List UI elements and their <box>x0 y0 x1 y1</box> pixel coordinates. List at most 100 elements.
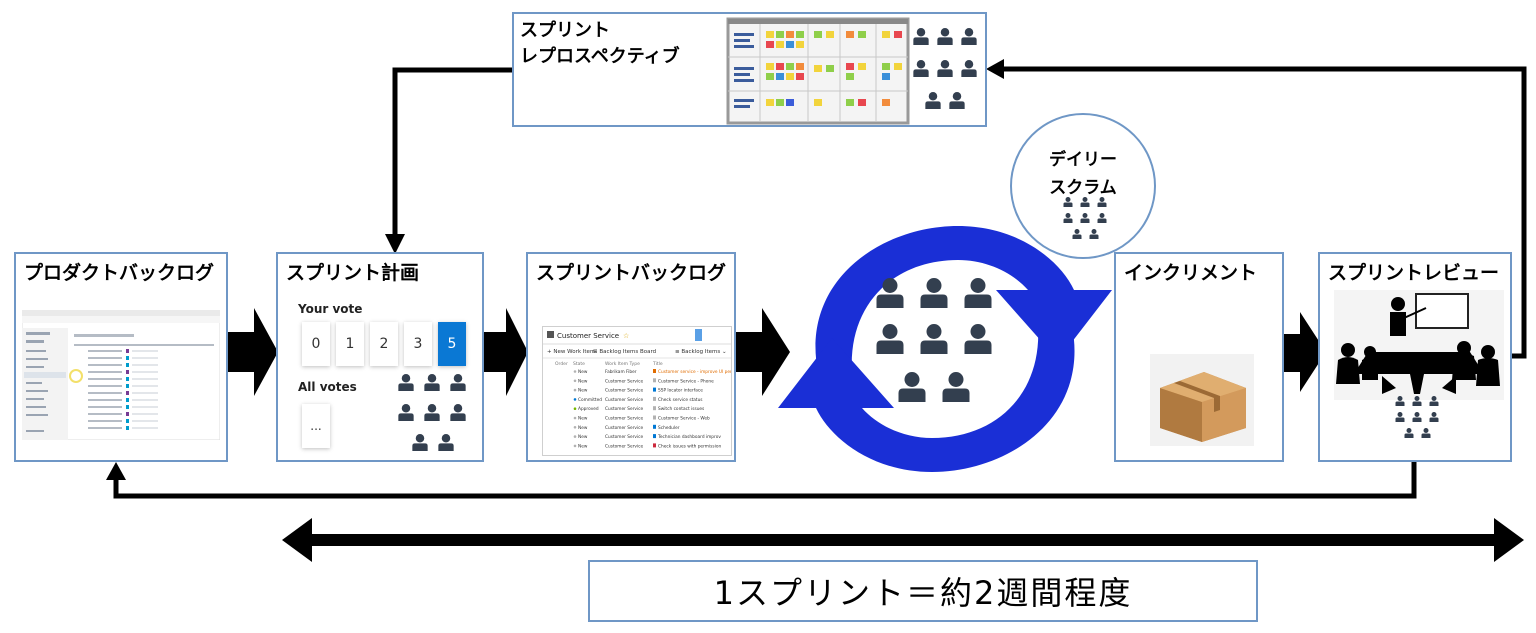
state-dot <box>573 444 577 448</box>
cycle-arrow-bottom <box>778 326 1075 472</box>
backlog-row <box>88 392 122 394</box>
person-icon <box>964 28 974 37</box>
person-icon-body <box>898 388 926 402</box>
person-icon <box>1065 213 1071 218</box>
state-dot <box>573 379 577 383</box>
row-area: Customer Service <box>605 416 643 422</box>
person-icon-body <box>450 383 466 391</box>
person-icon <box>441 434 451 443</box>
vote-card-0[interactable]: 0 <box>302 322 330 366</box>
person-icon <box>1406 428 1412 433</box>
person-icon-body <box>1429 401 1439 406</box>
person-icon <box>427 374 437 383</box>
backlog-row-title <box>132 357 158 359</box>
row-title[interactable]: SSP locator interface <box>658 388 703 394</box>
vote-card-5-selected[interactable]: 5 <box>438 322 466 366</box>
state-dot <box>573 426 577 429</box>
person-icon <box>1431 412 1437 417</box>
person-icon <box>882 278 898 293</box>
backlog-row-type-marker <box>126 426 129 430</box>
vote-card-1[interactable]: 1 <box>336 322 364 366</box>
product-backlog-box: プロダクトバックログ <box>14 252 228 462</box>
row-title[interactable]: Customer service - improve UI perf <box>658 369 732 375</box>
row-area: Customer Service <box>605 406 643 412</box>
team-people-icon <box>1063 197 1107 239</box>
product-backlog-title: プロダクトバックログ <box>24 262 215 284</box>
person-icon <box>1082 197 1088 202</box>
row-area: Customer Service <box>605 388 643 394</box>
person-icon <box>948 372 964 387</box>
backlog-row-title <box>132 427 158 429</box>
sprint-backlog-screenshot-title: Customer Service <box>557 332 619 340</box>
work-item-type-marker <box>653 406 656 411</box>
vote-card-3[interactable]: 3 <box>404 322 432 366</box>
row-state: New <box>578 416 588 422</box>
row-title[interactable]: Customer Service - Phone <box>658 378 714 384</box>
person-icon-body <box>964 294 992 308</box>
retro-to-planning-arrowhead <box>385 234 405 254</box>
backlog-row-type-marker <box>126 370 129 374</box>
person-icon-body <box>398 413 414 421</box>
backlog-row <box>88 420 122 422</box>
person-icon <box>1074 229 1080 234</box>
backlog-row-title <box>132 378 158 380</box>
block-arrow-4 <box>1282 312 1326 392</box>
retrospective-box: スプリント レプロスペクティブ <box>512 12 987 127</box>
team-people-icon <box>913 28 977 109</box>
person-icon-body <box>961 37 977 45</box>
person-icon-body <box>949 101 965 109</box>
backlog-row-title <box>132 420 158 422</box>
person-icon <box>427 404 437 413</box>
backlog-row <box>88 413 122 415</box>
state-dot <box>573 370 577 373</box>
person-icon-body <box>1421 433 1431 438</box>
person-icon-body <box>1063 202 1073 207</box>
work-item-type-marker <box>653 396 656 401</box>
backlog-row-type-marker <box>126 349 129 353</box>
row-state: New <box>578 443 588 449</box>
row-title[interactable]: Technician dashboard improv <box>657 434 721 440</box>
row-title[interactable]: Customer Service - Web <box>658 416 710 422</box>
work-item-type-marker <box>653 369 656 373</box>
cycle-arrow-top <box>815 226 1112 372</box>
new-work-item-button[interactable]: + New Work Item <box>547 349 595 355</box>
sprint-cycle-graphic <box>778 226 1112 472</box>
state-dot <box>573 407 577 410</box>
person-icon-body <box>913 37 929 45</box>
person-icon-body <box>1097 218 1107 223</box>
backlog-screenshot-image <box>22 310 220 440</box>
backlog-row <box>88 385 122 387</box>
row-area: Fabrikam Fiber <box>605 369 637 375</box>
person-icon-body <box>1412 401 1422 406</box>
person-icon-body <box>937 37 953 45</box>
person-icon <box>970 324 986 339</box>
all-votes-card: ... <box>302 404 330 448</box>
backlog-row-title <box>132 364 158 366</box>
column-order: Order <box>555 361 568 367</box>
backlog-items-dropdown[interactable]: ≡ Backlog Items ⌄ <box>675 349 727 355</box>
person-icon <box>1099 213 1105 218</box>
person-icon <box>453 404 463 413</box>
row-state: New <box>578 388 588 394</box>
row-title[interactable]: Switch contact issues <box>658 406 705 412</box>
backlog-row <box>88 350 122 352</box>
backlog-row-type-marker <box>126 391 129 395</box>
person-icon <box>1099 197 1105 202</box>
duration-arrowhead-right <box>1494 518 1524 562</box>
sprint-backlog-screenshot: Customer Service ☆ + New Work Item ⊞ Bac… <box>542 326 732 456</box>
sprint-backlog-title: スプリントバックログ <box>536 262 727 284</box>
person-icon-body <box>438 443 454 451</box>
backlog-board-button[interactable]: ⊞ Backlog Items Board <box>593 349 656 355</box>
backlog-row <box>88 364 122 366</box>
person-icon <box>882 324 898 339</box>
sticky-notes <box>766 31 902 106</box>
row-title[interactable]: Check issues with permission <box>658 443 721 449</box>
row-title[interactable]: Check service status <box>658 397 703 403</box>
person-icon <box>1397 396 1403 401</box>
row-title[interactable]: Scheduler <box>658 425 680 431</box>
person-icon <box>904 372 920 387</box>
vote-card-2[interactable]: 2 <box>370 322 398 366</box>
person-icon <box>970 278 986 293</box>
person-icon <box>1431 396 1437 401</box>
backlog-row-title <box>132 399 158 401</box>
